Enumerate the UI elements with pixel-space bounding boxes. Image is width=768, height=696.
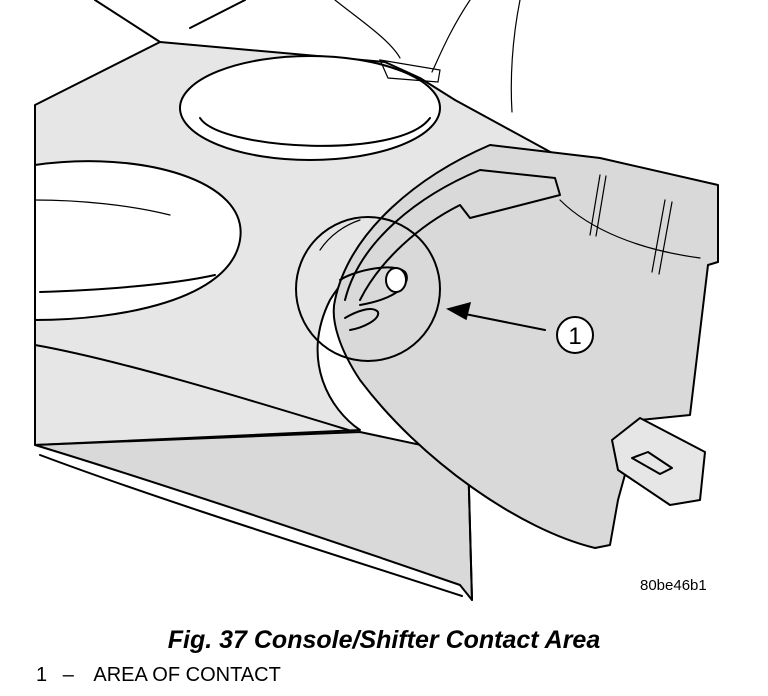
console-upper-structure	[94, 0, 521, 113]
cup-holder-upper	[179, 55, 441, 161]
reference-code: 80be46b1	[640, 577, 707, 594]
console-shifter-illustration: 1	[34, 0, 719, 601]
figure-caption: Fig. 37 Console/Shifter Contact Area	[167, 626, 601, 654]
cup-holder-lower	[34, 160, 242, 322]
bezel-tab	[611, 417, 706, 506]
legend-item-number: 1	[36, 664, 48, 686]
callout-1: 1	[446, 301, 594, 354]
legend-item-label: AREA OF CONTACT	[93, 664, 281, 686]
contact-area-circle	[295, 216, 441, 362]
legend-item-separator: –	[62, 664, 74, 686]
callout-number: 1	[568, 323, 581, 350]
console-front-side	[34, 344, 473, 601]
legend: 1 – AREA OF CONTACT	[36, 664, 281, 687]
